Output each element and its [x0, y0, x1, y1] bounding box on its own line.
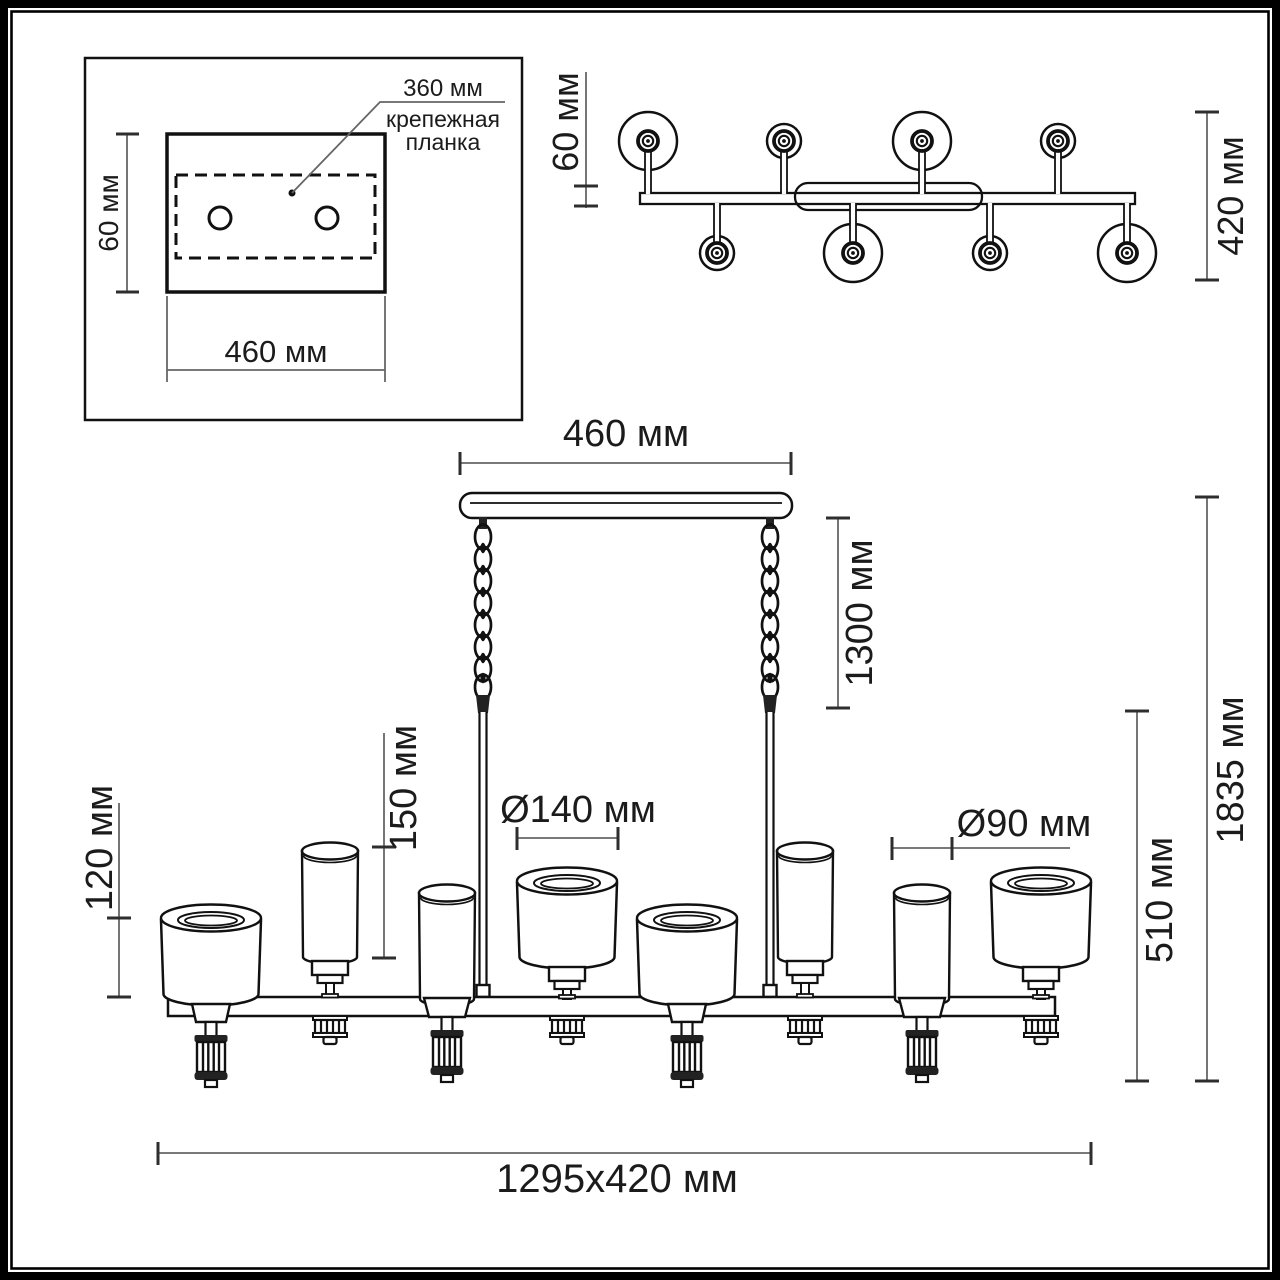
shade-cylinder-3: [417, 883, 477, 1019]
shade-cylinder-2: [300, 841, 360, 999]
panel-border: [83, 56, 524, 422]
dim-label-panel-width: 460 мм: [225, 334, 328, 369]
chain-left: [473, 515, 493, 715]
dim-label-top-view-stem: 60 мм: [545, 72, 586, 172]
top-view: 60 мм 420 мм: [545, 72, 1251, 284]
dim-label-canopy-width: 460 мм: [563, 413, 689, 455]
top-view-bar: [638, 191, 1137, 206]
dim-label-small-shade-height: 150 мм: [383, 725, 425, 851]
chain-right: [760, 515, 780, 715]
candle-4: [548, 1014, 586, 1046]
leader-line: [291, 101, 505, 194]
canopy: [458, 491, 794, 520]
front-view: 460 мм 1300 мм 150 мм 120 мм Ø140 мм Ø90…: [79, 413, 1252, 1201]
mount-hole-left: [207, 205, 233, 231]
dim-label-suspension: 1300 мм: [839, 539, 881, 686]
front-view-dimensions: 460 мм 1300 мм 150 мм 120 мм Ø140 мм Ø90…: [79, 413, 1252, 1201]
plate-caption-line1: крепежная: [386, 106, 500, 132]
shade-drum-5: [635, 903, 739, 1024]
dim-label-mount-strip: 360 мм: [403, 75, 483, 102]
dim-label-overall-size: 1295x420 мм: [496, 1157, 738, 1201]
mount-strip-dashed-outline: [174, 173, 377, 260]
hanger-rod-left: [475, 710, 491, 999]
dim-label-small-diameter: Ø90 мм: [957, 803, 1092, 845]
candle-1: [193, 1020, 229, 1089]
fixture-bar: [166, 995, 1057, 1018]
candle-6: [786, 1014, 824, 1046]
dim-label-fixture-height: 510 мм: [1139, 837, 1181, 963]
candle-3: [429, 1015, 465, 1084]
top-view-canopy: [793, 181, 984, 212]
shade-cylinder-7: [892, 883, 952, 1019]
candle-5: [669, 1020, 705, 1089]
mount-plate-panel: 360 мм крепежная планка 60 мм 460 мм: [83, 56, 524, 422]
shade-drum-4: [515, 866, 619, 1000]
canopy-plate-outline: [165, 132, 387, 294]
hanger-rod-right: [762, 710, 778, 999]
dim-label-large-diameter: Ø140 мм: [500, 789, 656, 831]
dim-label-panel-height: 60 мм: [93, 174, 124, 251]
plate-caption-line2: планка: [406, 129, 481, 155]
top-view-stems: [644, 150, 1131, 256]
candle-8: [1022, 1014, 1060, 1046]
candle-7: [904, 1015, 940, 1084]
shade-cylinder-6: [775, 841, 835, 999]
mount-hole-right: [314, 205, 340, 231]
dim-label-total-height: 1835 мм: [1210, 696, 1252, 843]
candle-2: [311, 1014, 349, 1046]
dim-label-top-view-width: 420 мм: [1210, 136, 1251, 256]
shade-drum-8: [989, 866, 1093, 1000]
dim-label-large-shade-height: 120 мм: [79, 785, 121, 911]
shade-drum-1: [159, 903, 263, 1024]
